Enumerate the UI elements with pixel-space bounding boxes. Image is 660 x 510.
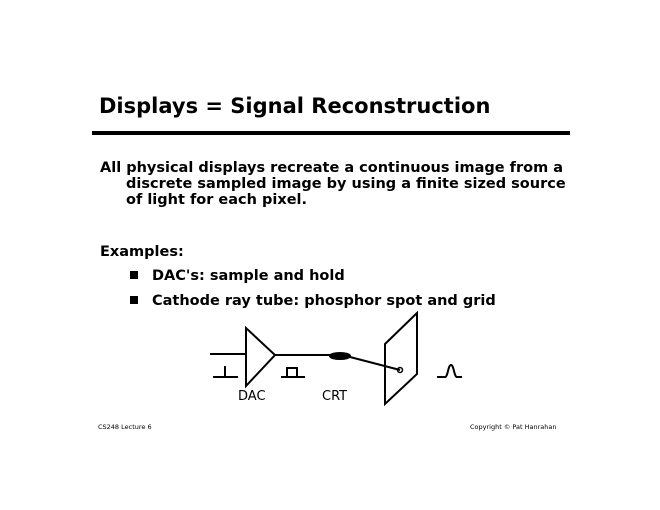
bullet-square-icon — [130, 296, 138, 304]
bullet-text: Cathode ray tube: phosphor spot and grid — [152, 293, 496, 309]
crt-screen-icon — [384, 310, 418, 407]
box-pulse-icon — [281, 367, 305, 378]
dac-label: DAC — [238, 389, 266, 404]
footer-copyright: Copyright © Pat Hanrahan — [470, 423, 557, 431]
electron-beam — [349, 356, 401, 371]
gaussian-spot-icon — [437, 363, 462, 378]
examples-heading: Examples: — [100, 244, 184, 260]
paragraph-line: All physical displays recreate a continu… — [100, 160, 564, 176]
impulse-sample-icon — [213, 366, 238, 378]
paragraph-line: of light for each pixel. — [126, 192, 308, 208]
bullet-item: Cathode ray tube: phosphor spot and grid — [130, 293, 496, 309]
crt-label: CRT — [322, 389, 348, 404]
footer-course: CS248 Lecture 6 — [98, 423, 152, 431]
dac-amplifier-icon — [245, 325, 277, 389]
bullet-square-icon — [130, 271, 138, 279]
intro-paragraph: All physical displays recreate a continu… — [100, 160, 570, 208]
electron-gun-icon — [329, 352, 351, 360]
paragraph-line: discrete sampled image by using a finite… — [126, 176, 566, 192]
bullet-text: DAC's: sample and hold — [152, 268, 345, 284]
bullet-item: DAC's: sample and hold — [130, 268, 345, 284]
title-divider — [92, 131, 570, 135]
slide-title: Displays = Signal Reconstruction — [99, 94, 491, 118]
phosphor-spot — [396, 366, 404, 374]
